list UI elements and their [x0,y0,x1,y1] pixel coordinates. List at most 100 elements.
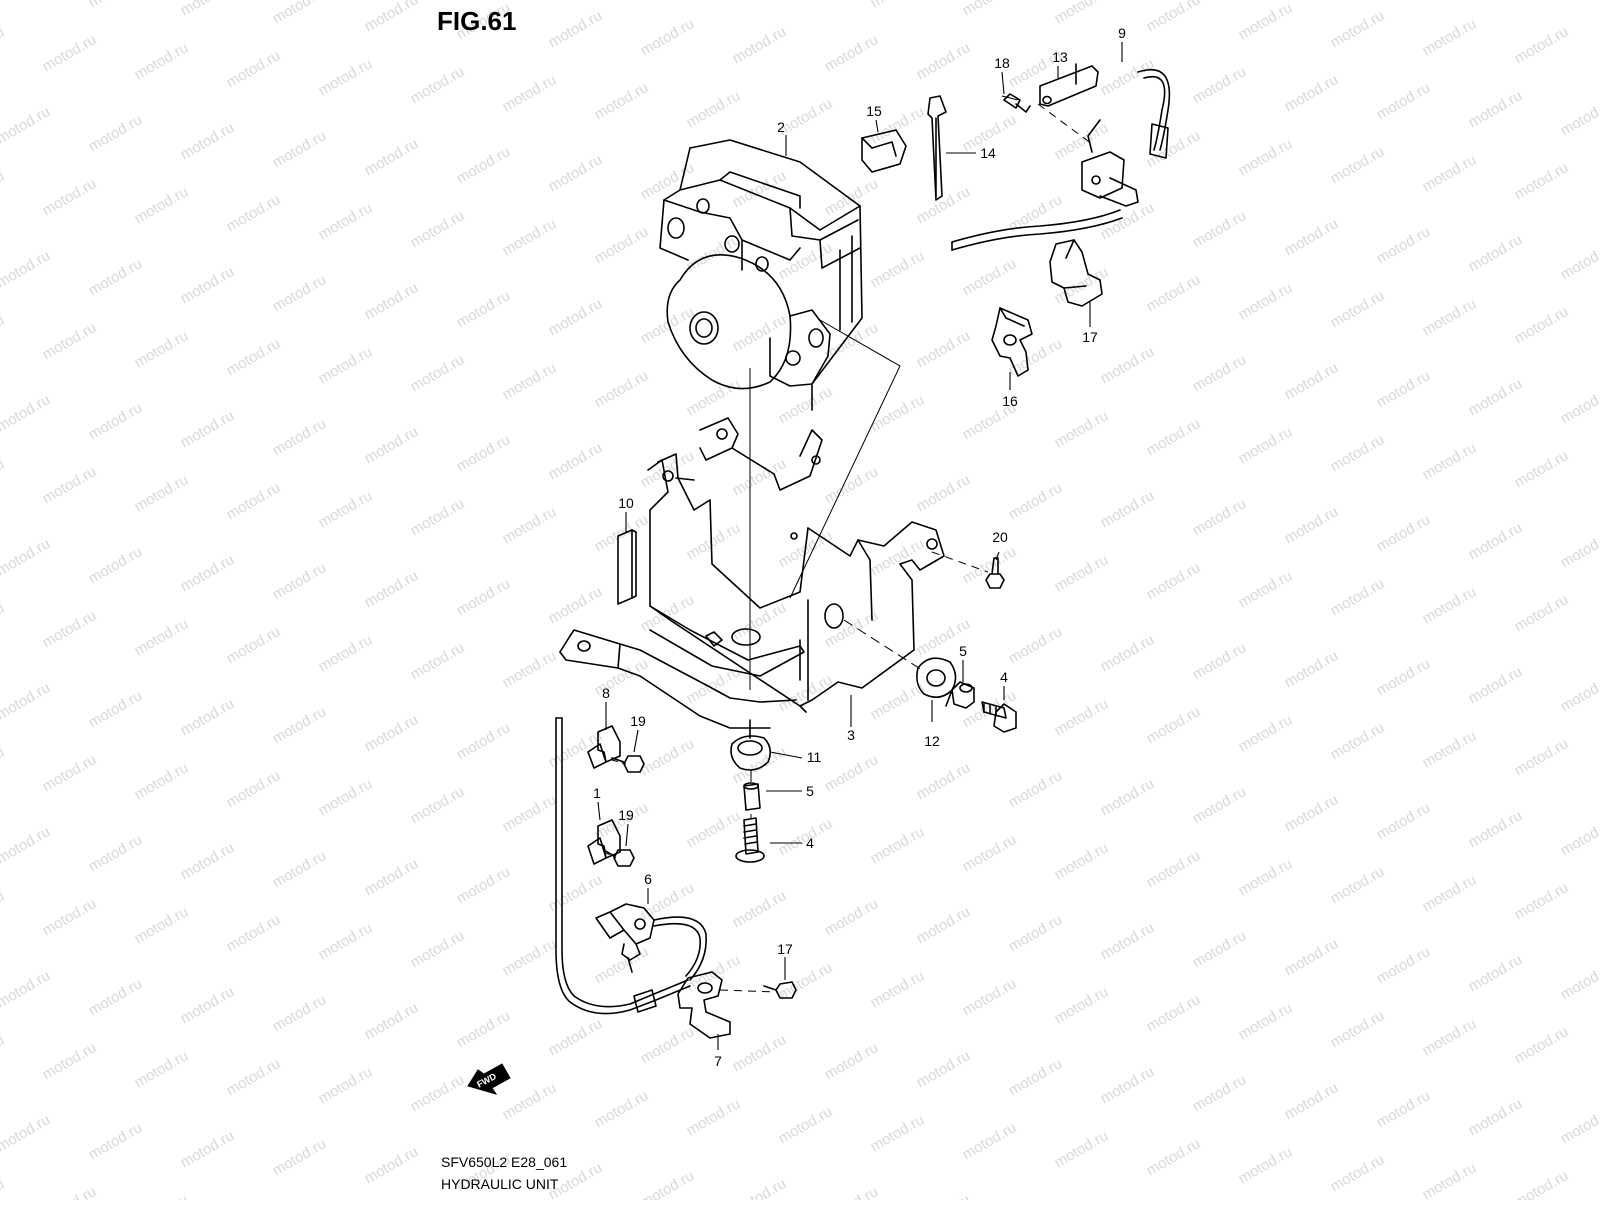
watermark-text: motod.ru [868,391,928,435]
watermark-text: motod.ru [1144,991,1204,1035]
watermark-text: motod.ru [1144,0,1204,35]
watermark-text: motod.ru [730,1031,790,1075]
watermark-text: motod.ru [1512,23,1572,67]
watermark-text: motod.ru [178,119,238,163]
watermark-text: motod.ru [178,983,238,1027]
watermark-text: motod.ru [868,967,928,1011]
watermark-text: motod.ru [178,695,238,739]
watermark-text: motod.ru [224,623,284,667]
watermark-text: motod.ru [1236,0,1296,43]
watermark-text: motod.ru [546,439,606,483]
watermark-text: motod.ru [638,159,698,203]
watermark-text: motod.ru [454,1007,514,1051]
watermark-text: motod.ru [132,759,192,803]
watermark-text: motod.ru [408,207,468,251]
callout-17-upper: 17 [1082,329,1098,345]
watermark-text: motod.ru [454,575,514,619]
watermark-text: motod.ru [684,663,744,707]
watermark-text: motod.ru [1190,351,1250,395]
watermark-text: motod.ru [316,55,376,99]
watermark-text: motod.ru [270,415,330,459]
watermark-text: motod.ru [1006,1055,1066,1099]
watermark-text: motod.ru [500,791,560,835]
watermark-text: motod.ru [914,903,974,947]
watermark-text: motod.ru [1466,663,1526,707]
watermark-text: motod.ru [1512,1023,1572,1067]
watermark-text: motod.ru [1098,775,1158,819]
watermark-text: motod.ru [178,1127,238,1171]
watermark-text: motod.ru [638,1167,698,1200]
watermark-text: motod.ru [960,543,1020,587]
watermark-text: motod.ru [1558,383,1600,427]
watermark-text: motod.ru [1374,943,1434,987]
watermark-text: motod.ru [546,1015,606,1059]
watermark-text: motod.ru [960,255,1020,299]
watermark-text: motod.ru [316,487,376,531]
watermark-text: motod.ru [0,967,53,1011]
watermark-text: motod.ru [546,151,606,195]
watermark-text: motod.ru [1420,1159,1480,1200]
callout-4-lower: 4 [806,835,814,851]
watermark-text: motod.ru [592,223,652,267]
watermark-text: motod.ru [362,711,422,755]
watermark-text: motod.ru [1328,1151,1388,1195]
watermark-text: motod.ru [0,1031,7,1075]
watermark-text: motod.ru [1512,159,1572,203]
watermark-text: motod.ru [1328,7,1388,51]
watermark-text: motod.ru [0,823,53,867]
watermark-text: motod.ru [684,375,744,419]
watermark-text: motod.ru [86,687,146,731]
watermark-text: motod.ru [0,1111,53,1155]
watermark-text: motod.ru [592,79,652,123]
watermark-text: motod.ru [1190,207,1250,251]
watermark-text: motod.ru [1420,439,1480,483]
watermark-text: motod.ru [1282,1079,1342,1123]
watermark-text: motod.ru [1052,119,1112,163]
watermark-text: motod.ru [914,327,974,371]
watermark-text: motod.ru [270,847,330,891]
watermark-text: motod.ru [1558,671,1600,715]
watermark-text: motod.ru [178,0,238,19]
watermark-text: motod.ru [684,519,744,563]
bolt-4-lower [736,818,764,862]
figure-title: FIG.61 [437,6,516,37]
watermark-text: motod.ru [1190,63,1250,107]
callout-5-right: 5 [959,643,967,659]
watermark-text: motod.ru [0,1175,7,1200]
watermark-text: motod.ru [592,367,652,411]
watermark-text: motod.ru [822,895,882,939]
watermark-text: motod.ru [1512,879,1572,923]
watermark-text: motod.ru [86,255,146,299]
callout-18: 18 [994,55,1010,71]
watermark-text: motod.ru [730,887,790,931]
watermark-text: motod.ru [1558,95,1600,139]
watermark-text: motod.ru [0,679,53,723]
watermark-text: motod.ru [684,807,744,851]
watermark-text: motod.ru [362,423,422,467]
leader-line [1038,104,1092,144]
watermark-text: motod.ru [776,1103,836,1147]
watermark-text: motod.ru [132,1047,192,1091]
watermark-text: motod.ru [1144,415,1204,459]
watermark-text: motod.ru [1282,215,1342,259]
watermark-text: motod.ru [1236,711,1296,755]
callout-11: 11 [807,749,822,765]
callout-9: 9 [1118,25,1126,41]
watermark-text: motod.ru [1466,1095,1526,1139]
watermark-text: motod.ru [1144,847,1204,891]
callout-20: 20 [992,529,1008,545]
watermark-text: motod.ru [178,839,238,883]
watermark-text: motod.ru [0,391,53,435]
watermark-text: motod.ru [132,183,192,227]
watermark-text: motod.ru [1144,271,1204,315]
watermark-text: motod.ru [1512,735,1572,779]
watermark-text: motod.ru [914,1047,974,1091]
watermark-text: motod.ru [1328,143,1388,187]
watermark-text: motod.ru [1052,407,1112,451]
watermark-text: motod.ru [776,671,836,715]
watermark-text: motod.ru [822,31,882,75]
watermark-text: motod.ru [1328,287,1388,331]
watermark-text: motod.ru [1328,431,1388,475]
watermark-text: motod.ru [1282,503,1342,547]
